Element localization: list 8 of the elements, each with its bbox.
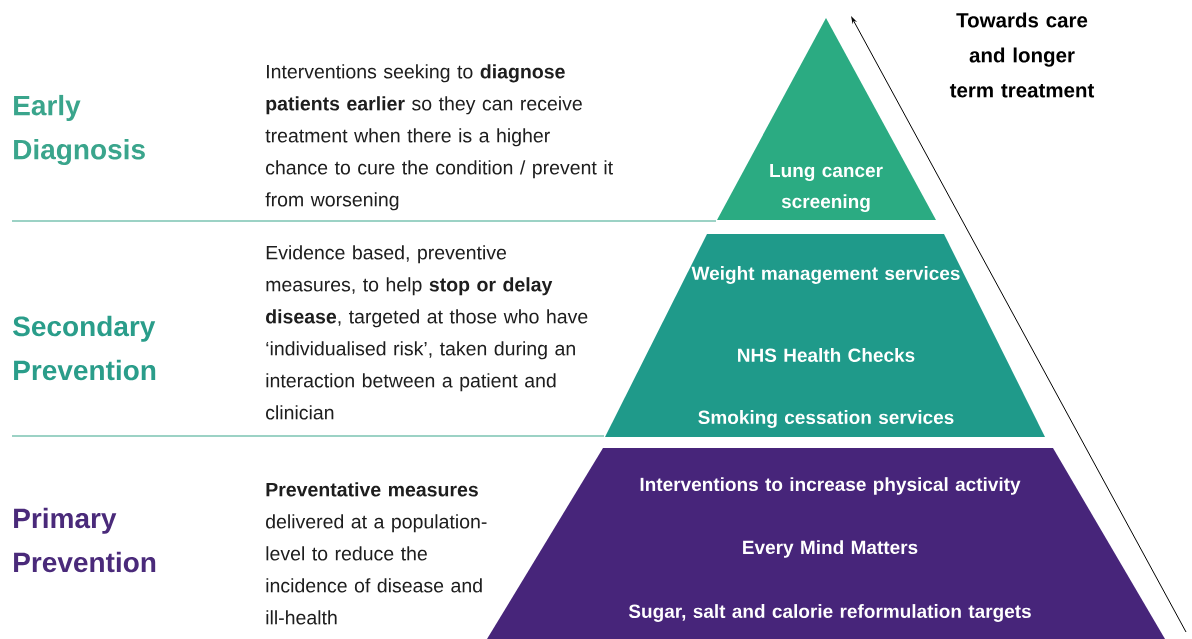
pyramid-tier: Lung cancer screening xyxy=(717,18,936,220)
tier-heading: Secondary Prevention xyxy=(13,315,156,381)
description-text: Interventions seeking to diagnose patients earlier so they can receive treatment when there is a higher chance to cure the condition / prevent it from worsening xyxy=(265,64,613,211)
description-text: Evidence based, preventive measures, to help stop or delay disease, targeted at those who have ‘individualised risk’, taken during an interaction between a patient and clinician xyxy=(266,245,588,420)
pyramid-tier: Weight management services NHS Health Checks Smoking cessation services xyxy=(605,234,1045,437)
tier-heading: Early Diagnosis xyxy=(14,94,145,166)
pyramid-tier: Interventions to increase physical activity Every Mind Matters Sugar, salt and calorie reformulation targets xyxy=(487,448,1165,639)
tier-heading: Primary Prevention xyxy=(14,507,156,573)
